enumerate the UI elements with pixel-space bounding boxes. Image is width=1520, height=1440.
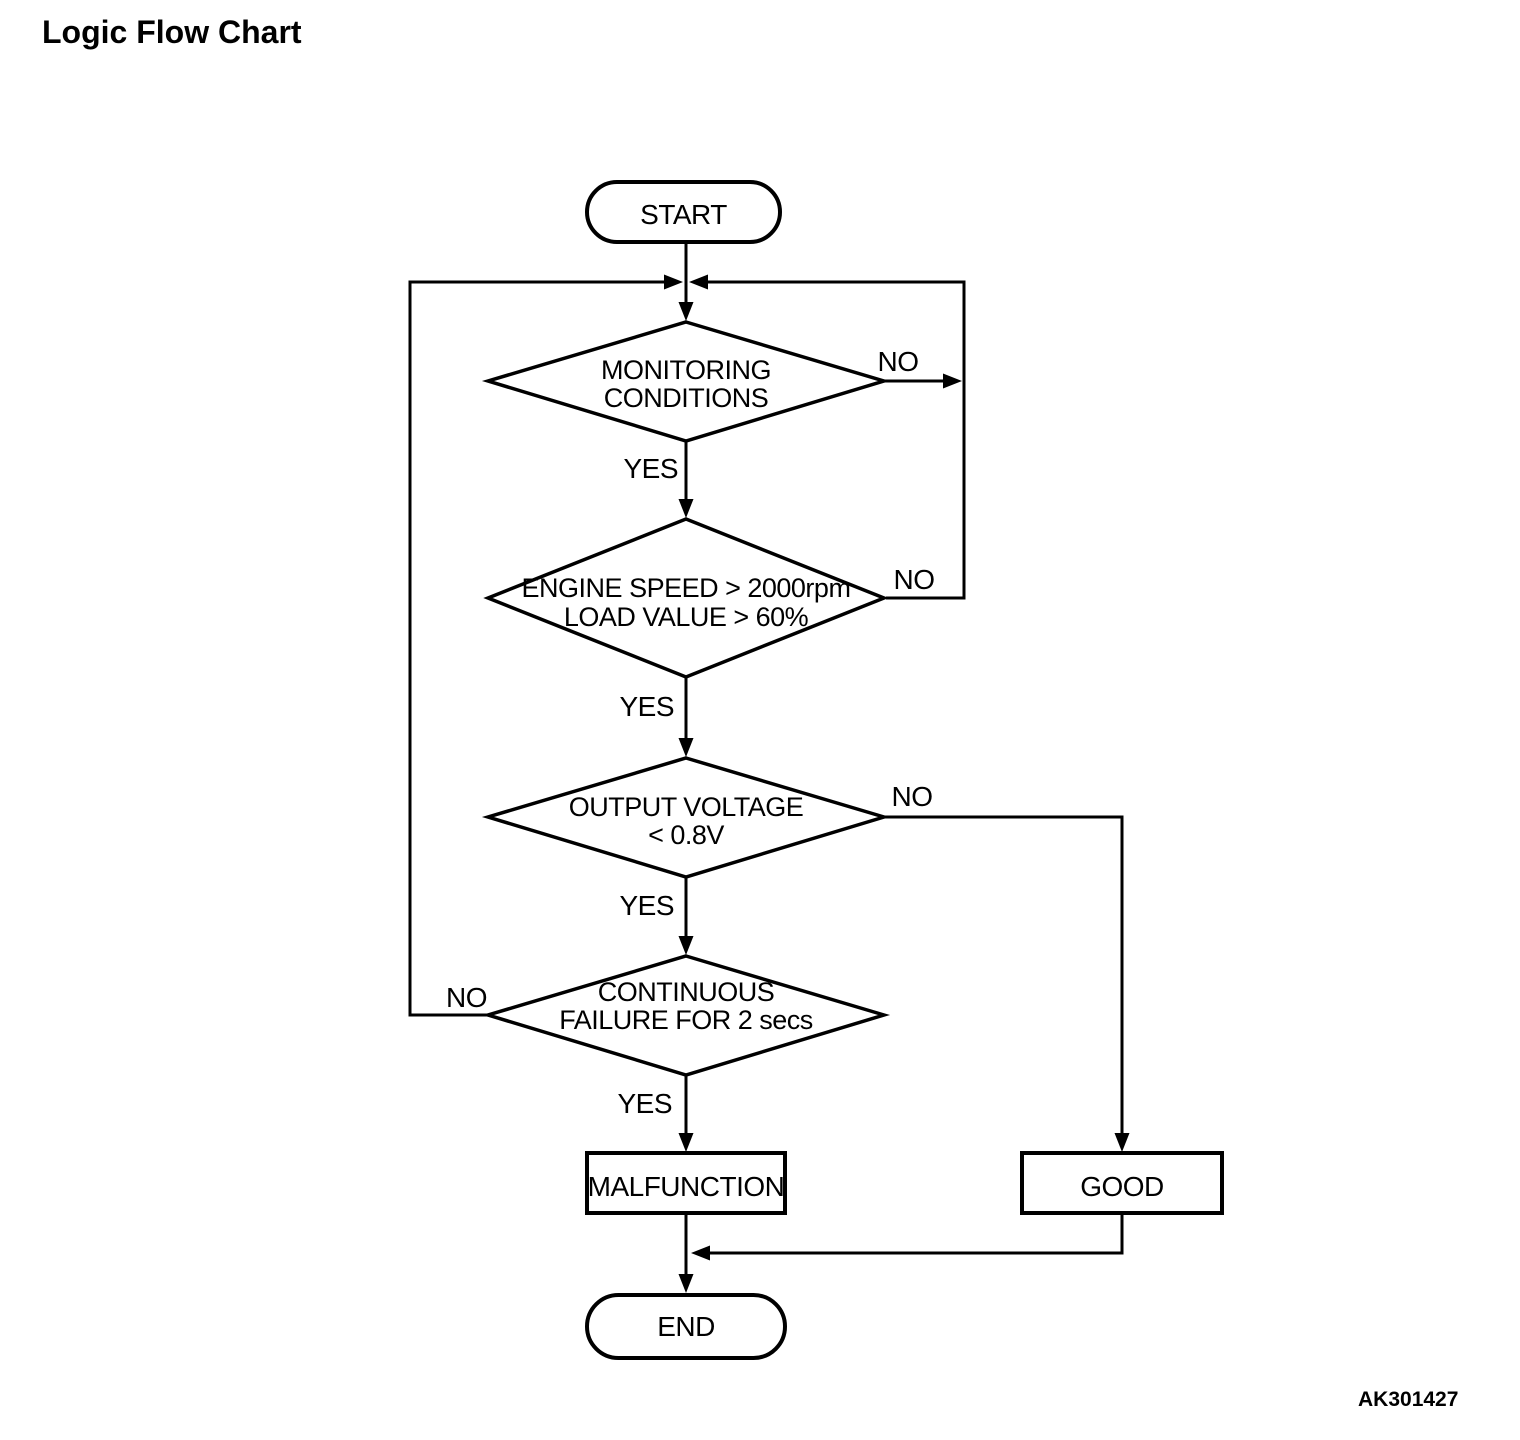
page-title: Logic Flow Chart <box>42 14 302 50</box>
start-label: START <box>640 199 727 230</box>
engine-speed-label-line1: ENGINE SPEED > 2000rpm <box>522 573 851 603</box>
output-voltage-no-label: NO <box>892 781 933 812</box>
continuous-failure-label-line1: CONTINUOUS <box>598 977 775 1007</box>
continuous-failure-decision: CONTINUOUS FAILURE FOR 2 secs <box>481 954 891 1077</box>
monitoring-no-label: NO <box>878 346 919 377</box>
engine-speed-yes-label: YES <box>619 691 674 722</box>
monitoring-decision: MONITORING CONDITIONS <box>481 320 891 443</box>
continuous-failure-yes-label: YES <box>617 1088 672 1119</box>
malfunction-node: MALFUNCTION <box>585 1151 787 1215</box>
edge-continuous-failure-no-loop <box>408 274 683 1017</box>
end-node: END <box>585 1293 787 1360</box>
malfunction-label: MALFUNCTION <box>588 1171 785 1202</box>
edge-output-voltage-yes <box>678 877 694 955</box>
figure-code: AK301427 <box>1358 1388 1459 1411</box>
continuous-failure-no-label: NO <box>446 982 487 1013</box>
edge-output-voltage-no <box>885 815 1130 1152</box>
good-label: GOOD <box>1080 1171 1164 1202</box>
edge-continuous-failure-yes <box>678 1075 694 1152</box>
edge-start-to-monitoring <box>678 242 694 321</box>
edge-engine-speed-yes <box>678 677 694 757</box>
engine-speed-decision: ENGINE SPEED > 2000rpm LOAD VALUE > 60% <box>483 517 889 679</box>
engine-speed-label-line2: LOAD VALUE > 60% <box>564 602 809 632</box>
output-voltage-yes-label: YES <box>619 890 674 921</box>
monitoring-yes-label: YES <box>623 453 678 484</box>
monitoring-label-line2: CONDITIONS <box>604 383 769 413</box>
output-voltage-label-line2: < 0.8V <box>648 820 724 850</box>
good-node: GOOD <box>1020 1151 1224 1215</box>
output-voltage-label-line1: OUTPUT VOLTAGE <box>569 792 804 822</box>
edge-monitoring-yes <box>678 441 694 518</box>
engine-speed-no-label: NO <box>894 564 935 595</box>
continuous-failure-label-line2: FAILURE FOR 2 secs <box>559 1005 813 1035</box>
edge-malfunction-to-end <box>678 1213 694 1293</box>
edge-monitoring-no <box>882 373 962 389</box>
end-label: END <box>657 1311 715 1342</box>
monitoring-label-line1: MONITORING <box>601 355 771 385</box>
edge-engine-speed-no-loop <box>689 274 966 600</box>
edge-good-to-merge <box>691 1213 1124 1261</box>
output-voltage-decision: OUTPUT VOLTAGE < 0.8V <box>481 756 891 879</box>
start-node: START <box>585 180 782 244</box>
